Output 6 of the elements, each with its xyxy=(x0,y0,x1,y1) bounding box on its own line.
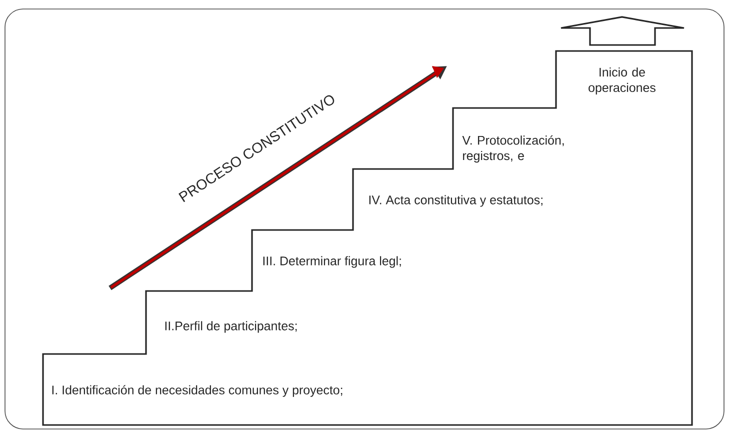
step-label: III. Determinar figura legl; xyxy=(263,256,401,268)
step-label: V. Protocolización, registros, e xyxy=(462,135,564,163)
step-label: II.Perfil de participantes; xyxy=(165,321,297,333)
step-label: IV. Acta constitutiva y estatutos; xyxy=(369,195,542,207)
step-label: I. Identificación de necesidades comunes y proyecto; xyxy=(52,385,342,397)
step-label: Inicio de operaciones xyxy=(588,67,656,95)
